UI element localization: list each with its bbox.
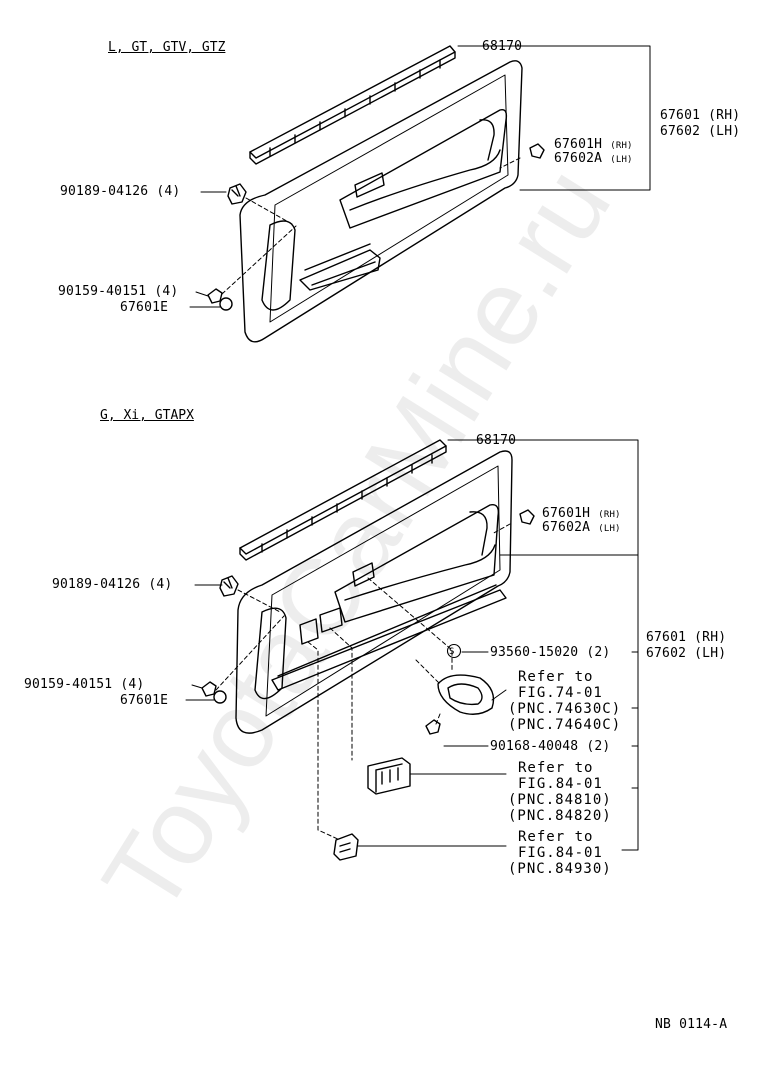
top-part-67601h-side: (RH) <box>610 141 633 151</box>
top-door-trim-panel <box>239 60 523 343</box>
top-fasteners <box>207 143 545 311</box>
ref2-line-1: Refer to <box>518 760 594 776</box>
top-part-67601e: 67601E <box>120 300 169 315</box>
bottom-part-68170: 68170 <box>476 433 517 448</box>
top-part-67601h: 67601H (RH) <box>554 137 633 154</box>
bottom-switch-1 <box>367 757 411 795</box>
bottom-leader-lines <box>185 439 639 851</box>
bottom-fasteners <box>201 509 535 735</box>
top-part-67601: 67601 (RH) <box>660 108 741 123</box>
ref1-line-4: (PNC.74640C) <box>508 717 622 733</box>
top-weatherstrip <box>249 45 456 165</box>
bottom-part-93560: 93560-15020 (2) <box>490 645 611 660</box>
ref2-line-2: FIG.84-01 <box>518 776 603 792</box>
top-part-67602: 67602 (LH) <box>660 124 741 139</box>
ref3-line-2: FIG.84-01 <box>518 845 603 861</box>
bottom-part-67602a-side: (LH) <box>598 524 621 534</box>
bottom-part-67602: 67602 (LH) <box>646 646 727 661</box>
top-dashed-leaders <box>221 157 521 295</box>
ref3-line-1: Refer to <box>518 829 594 845</box>
bottom-part-67601e: 67601E <box>120 693 169 708</box>
bottom-section-header: G, Xi, GTAPX <box>100 408 194 423</box>
figure-code: NB 0114-A <box>655 1017 728 1032</box>
ref3-line-3: (PNC.84930) <box>508 861 612 877</box>
top-section-header: L, GT, GTV, GTZ <box>108 40 226 55</box>
bottom-part-67601: 67601 (RH) <box>646 630 727 645</box>
top-part-67602a-number: 67602A <box>554 151 603 166</box>
bottom-handle-bezel <box>437 674 495 715</box>
top-part-90189: 90189-04126 (4) <box>60 184 181 199</box>
top-leader-lines <box>189 45 651 308</box>
top-part-67602a: 67602A (LH) <box>554 151 633 168</box>
bottom-part-90159: 90159-40151 (4) <box>24 677 145 692</box>
bottom-dashed-leaders <box>215 523 511 841</box>
bottom-part-67601h: 67601H (RH) <box>542 506 621 523</box>
top-part-90159: 90159-40151 (4) <box>58 284 179 299</box>
bottom-part-90168: 90168-40048 (2) <box>490 739 611 754</box>
top-part-68170: 68170 <box>482 39 523 54</box>
top-part-67602a-side: (LH) <box>610 155 633 165</box>
ref2-line-4: (PNC.84820) <box>508 808 612 824</box>
s-marker-label: S <box>449 647 455 657</box>
bottom-part-90189: 90189-04126 (4) <box>52 577 173 592</box>
bottom-part-67602a-number: 67602A <box>542 520 591 535</box>
bottom-switch-2 <box>333 833 359 861</box>
bottom-part-67602a: 67602A (LH) <box>542 520 621 537</box>
ref2-line-3: (PNC.84810) <box>508 792 612 808</box>
bottom-weatherstrip <box>239 439 447 561</box>
bottom-part-67601h-side: (RH) <box>598 510 621 520</box>
bottom-door-trim-panel <box>235 450 513 734</box>
top-part-67601h-number: 67601H <box>554 137 603 152</box>
ref1-line-3: (PNC.74630C) <box>508 701 622 717</box>
s-marker-circle <box>446 643 462 659</box>
bottom-part-67601h-number: 67601H <box>542 506 591 521</box>
ref1-line-2: FIG.74-01 <box>518 685 603 701</box>
ref1-line-1: Refer to <box>518 669 594 685</box>
